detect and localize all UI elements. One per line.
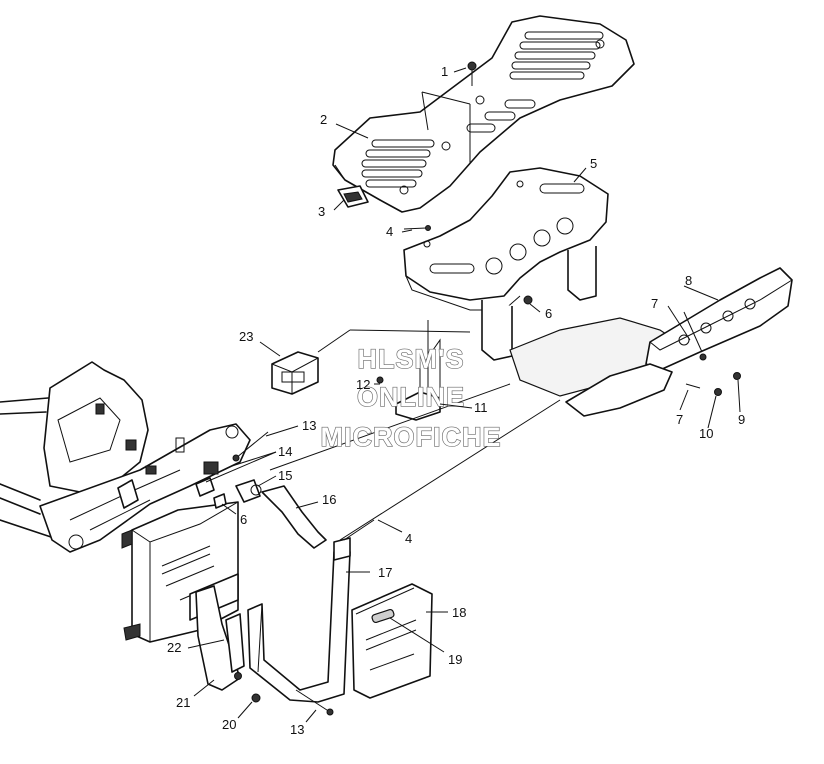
watermark-line2: ONLINE — [357, 382, 465, 412]
part-5-rack-frame — [403, 167, 609, 361]
callout-19: 19 — [448, 652, 462, 667]
callout-4b: 4 — [405, 531, 412, 546]
callout-6a: 6 — [545, 306, 552, 321]
vehicle-frame — [0, 361, 251, 553]
callout-11: 11 — [474, 400, 488, 415]
callout-15: 15 — [278, 468, 292, 483]
callouts: 1 2 3 4 5 6 7 8 23 12 11 7 10 9 13 14 15… — [167, 64, 745, 737]
callout-6b: 6 — [240, 512, 247, 527]
part-16-tube — [261, 485, 327, 549]
callout-23: 23 — [239, 329, 253, 344]
part-20-21-22-brackets — [195, 585, 334, 716]
part-17-u-frame — [247, 519, 375, 703]
watermark: HLSM'S ONLINE MICROFICHE — [320, 343, 502, 452]
watermark-line3: MICROFICHE — [321, 422, 502, 452]
callout-1: 1 — [441, 64, 448, 79]
callout-3: 3 — [318, 204, 325, 219]
part-4-screw — [403, 225, 431, 231]
callout-5: 5 — [590, 156, 597, 171]
callout-4a: 4 — [386, 224, 393, 239]
part-18-mud-flap — [351, 583, 433, 699]
callout-9: 9 — [738, 412, 745, 427]
callout-13a: 13 — [302, 418, 316, 433]
part-23-light-box — [271, 329, 471, 395]
callout-22: 22 — [167, 640, 181, 655]
part-3-bracket — [337, 185, 369, 208]
callout-12: 12 — [356, 377, 370, 392]
callout-leaders — [187, 67, 741, 723]
part-6-nut — [523, 295, 533, 305]
callout-7a: 7 — [651, 296, 658, 311]
callout-10: 10 — [699, 426, 713, 441]
callout-8: 8 — [685, 273, 692, 288]
callout-2: 2 — [320, 112, 327, 127]
part-7-9-10-fasteners — [683, 311, 741, 396]
callout-20: 20 — [222, 717, 236, 732]
callout-7b: 7 — [676, 412, 683, 427]
part-13-14-15-fasteners — [195, 431, 269, 503]
part-1-bolt — [421, 61, 477, 164]
watermark-line1: HLSM'S — [358, 344, 465, 374]
callout-21: 21 — [176, 695, 190, 710]
mount-lines — [269, 383, 561, 541]
callout-14: 14 — [278, 444, 292, 459]
callout-13b: 13 — [290, 722, 304, 737]
callout-16: 16 — [322, 492, 336, 507]
callout-18: 18 — [452, 605, 466, 620]
callout-17: 17 — [378, 565, 392, 580]
part-8-bumper — [565, 267, 793, 417]
part-2-rack-plate — [332, 15, 635, 213]
